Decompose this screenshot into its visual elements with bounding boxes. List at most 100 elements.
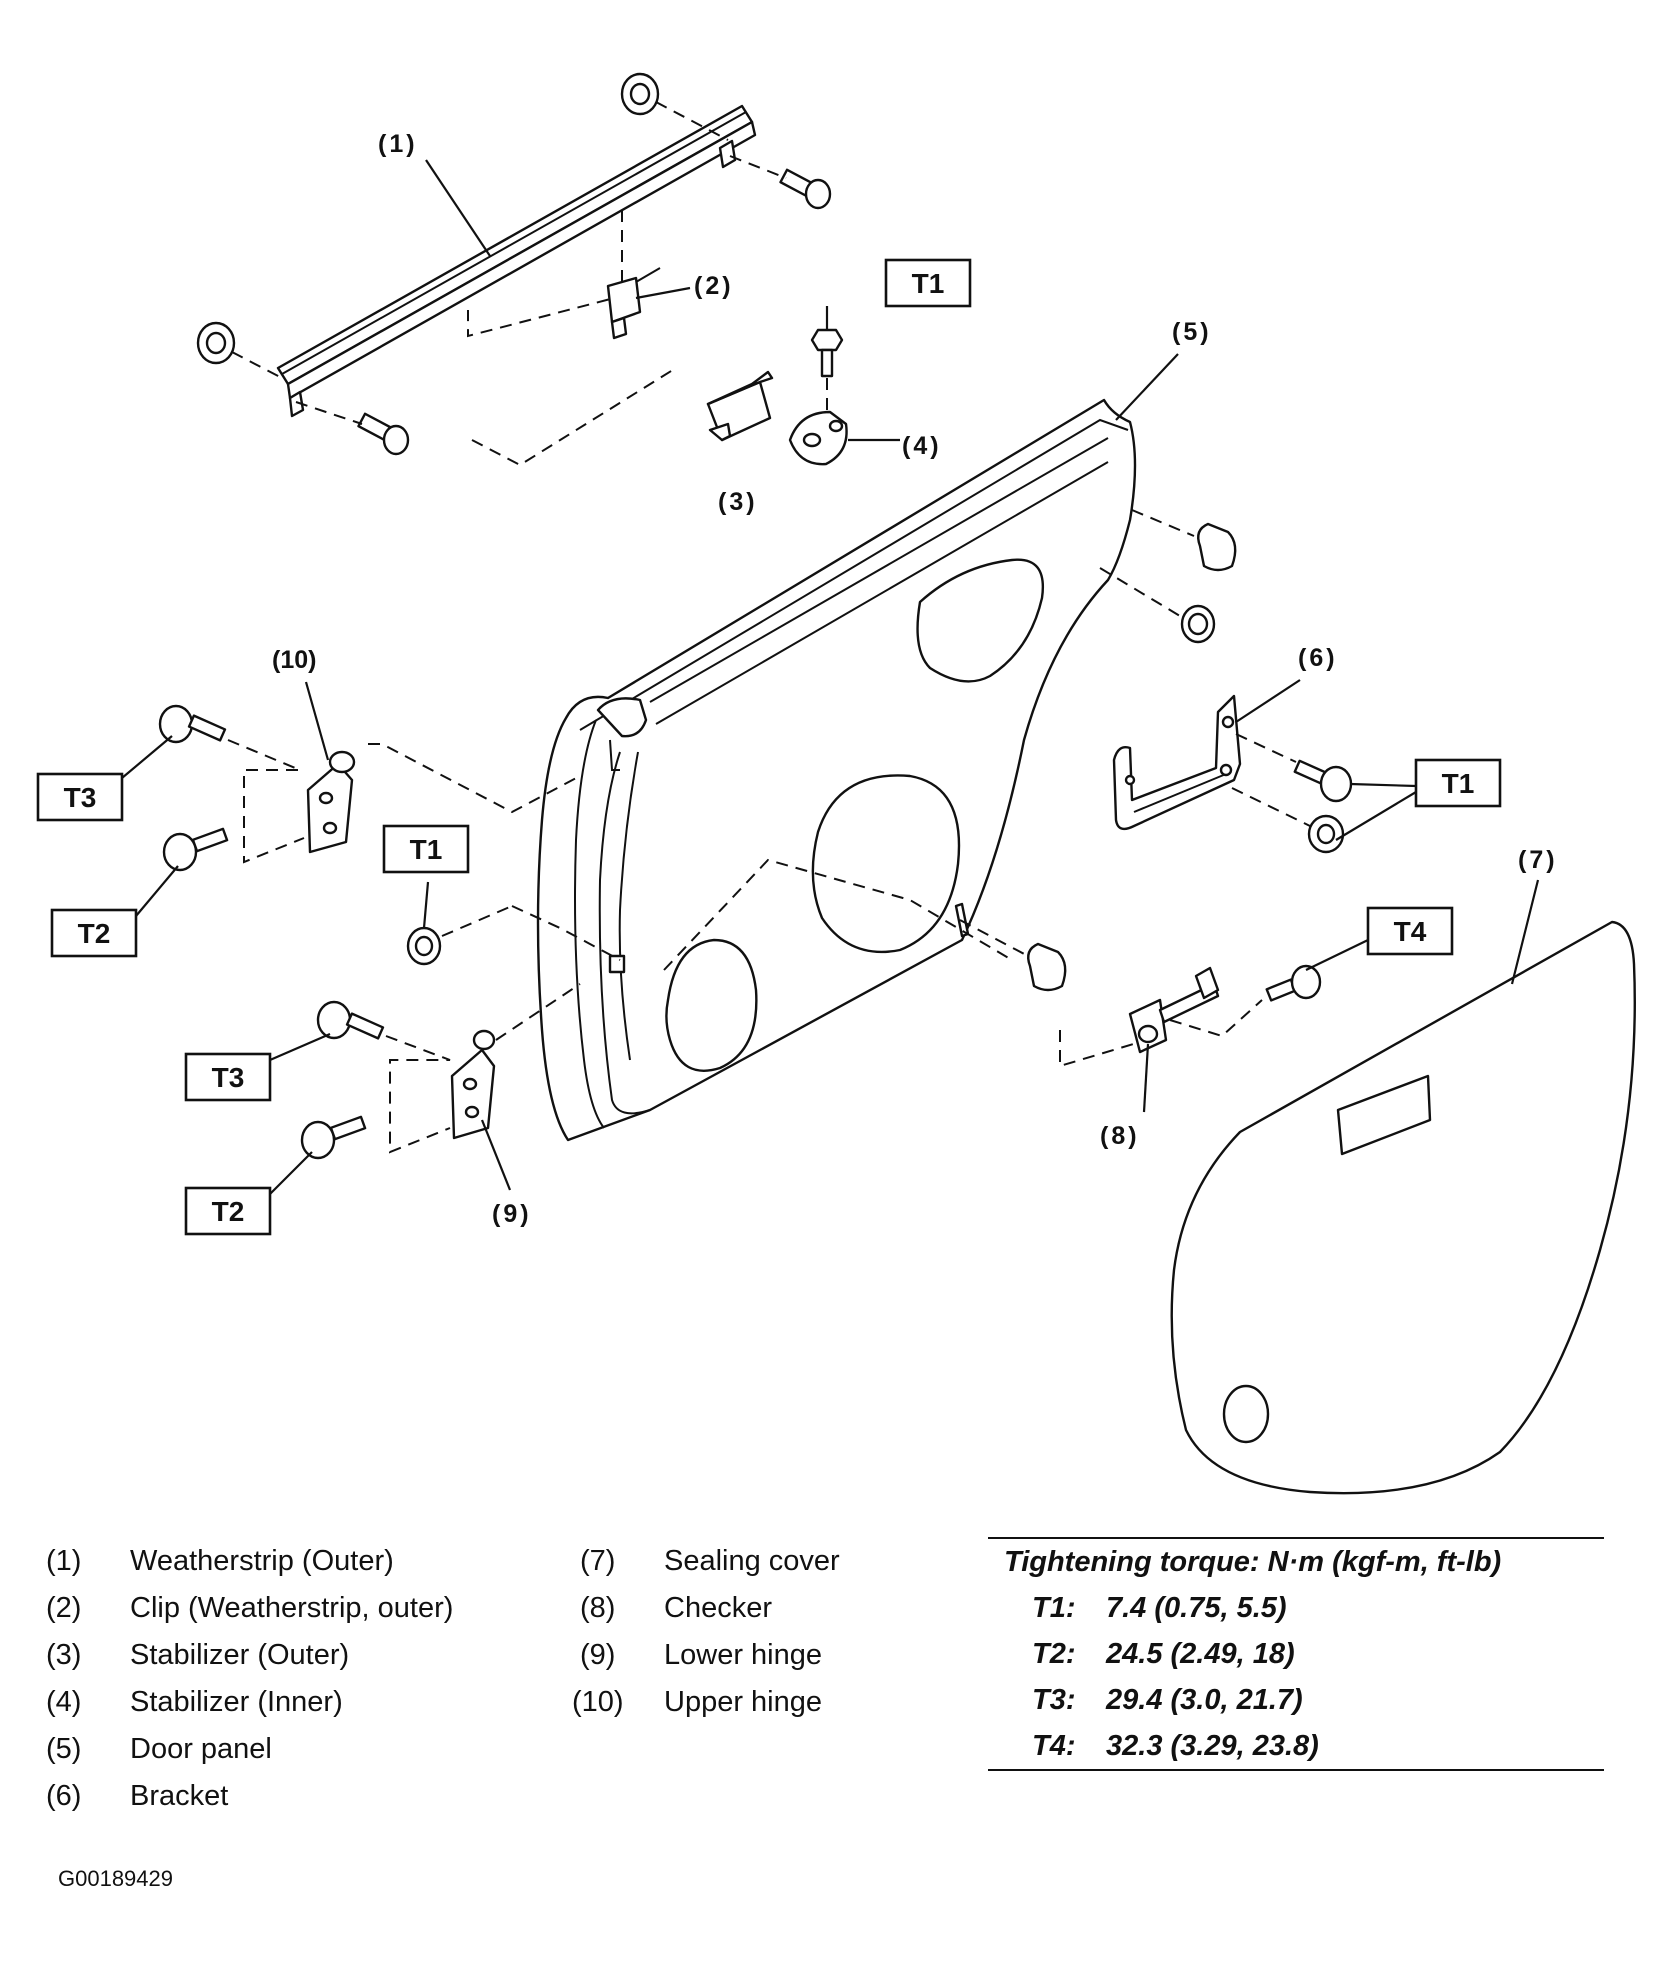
callout-6: (6) xyxy=(1298,644,1338,672)
leader-t1-right-b xyxy=(1335,791,1417,841)
upper-hinge xyxy=(306,750,356,854)
leader-t2-upper xyxy=(135,865,179,917)
lower-hinge-bolt-top xyxy=(316,1000,385,1040)
stabilizer-outer xyxy=(706,370,774,442)
leader-t2-lower xyxy=(269,1151,313,1195)
door-clip-lower xyxy=(1027,942,1067,992)
door-clip-upper xyxy=(1197,522,1237,572)
table-bottom-rule xyxy=(988,1769,1604,1771)
svg-text:T1: T1 xyxy=(1442,768,1475,799)
svg-text:T2: T2 xyxy=(78,918,111,949)
legend-number: (7) xyxy=(580,1545,616,1577)
stabilizer-bolt xyxy=(810,328,844,378)
svg-text:T3: T3 xyxy=(64,782,97,813)
legend-part-name: Clip (Weatherstrip, outer) xyxy=(130,1592,454,1624)
leader-8 xyxy=(1142,1043,1150,1113)
checker xyxy=(1128,966,1220,1054)
legend-part-name: Bracket xyxy=(130,1780,229,1812)
callout-7: (7) xyxy=(1518,846,1558,874)
torque-tag-t4: T4 xyxy=(1366,906,1454,956)
legend-part-name: Sealing cover xyxy=(664,1545,840,1577)
torque-tag-t2-lower: T2 xyxy=(184,1186,272,1236)
leader-t3-lower xyxy=(269,1032,331,1062)
leader-6 xyxy=(1235,679,1301,723)
bracket xyxy=(1112,694,1242,831)
callout-8: (8) xyxy=(1100,1122,1140,1150)
door-nut-t1 xyxy=(406,926,442,966)
svg-text:T1: T1 xyxy=(912,268,945,299)
torque-table-title: Tightening torque: N·m (kgf-m, ft-lb) xyxy=(1004,1546,1502,1578)
torque-value: 32.3 (3.29, 23.8) xyxy=(1106,1730,1319,1762)
sealing-cover xyxy=(1170,920,1636,1495)
callout-2: (2) xyxy=(694,272,734,300)
legend-number: (2) xyxy=(46,1592,82,1624)
callout-9: (9) xyxy=(492,1200,532,1228)
figure-id: G00189429 xyxy=(58,1866,173,1891)
legend-part-name: Door panel xyxy=(130,1733,272,1765)
torque-value: 24.5 (2.49, 18) xyxy=(1106,1638,1295,1670)
legend-part-name: Stabilizer (Outer) xyxy=(130,1639,350,1671)
leader-t4 xyxy=(1305,939,1369,971)
lower-hinge xyxy=(450,1029,496,1140)
callout-3: (3) xyxy=(718,488,758,516)
callout-1: (1) xyxy=(378,130,418,158)
leader-10 xyxy=(304,681,330,761)
torque-value: 29.4 (3.0, 21.7) xyxy=(1106,1684,1303,1716)
exploded-door-diagram: (1) (2) (3) (4) (5) (6) (7) (8) (9) (10)… xyxy=(36,72,1636,1495)
stabilizer-inner xyxy=(788,410,848,466)
lower-hinge-bolt-bottom xyxy=(300,1115,367,1160)
leader-7 xyxy=(1510,879,1540,985)
svg-text:T3: T3 xyxy=(212,1062,245,1093)
leader-1 xyxy=(425,159,491,257)
weatherstrip-nut-left xyxy=(196,321,236,365)
leader-5 xyxy=(1115,353,1179,421)
svg-text:T1: T1 xyxy=(410,834,443,865)
torque-value: 7.4 (0.75, 5.5) xyxy=(1106,1592,1287,1624)
upper-hinge-bolt-bottom xyxy=(162,827,229,872)
torque-row: T1: 7.4 (0.75, 5.5) xyxy=(988,1585,1604,1631)
leader-2 xyxy=(635,286,691,300)
torque-row: T3: 29.4 (3.0, 21.7) xyxy=(988,1677,1604,1723)
legend-number: (6) xyxy=(46,1780,82,1812)
upper-hinge-bolt-top xyxy=(158,704,227,744)
torque-code: T2: xyxy=(1032,1638,1076,1670)
legend-number: (5) xyxy=(46,1733,82,1765)
legend-part-name: Stabilizer (Inner) xyxy=(130,1686,343,1718)
legend-number: (3) xyxy=(46,1639,82,1671)
checker-bolt xyxy=(1265,964,1322,1002)
weatherstrip-screw-right xyxy=(779,168,832,210)
torque-row: T2: 24.5 (2.49, 18) xyxy=(988,1631,1604,1677)
weatherstrip-nut-right xyxy=(620,72,660,116)
bracket-bolt xyxy=(1293,759,1353,803)
door-panel xyxy=(536,398,1137,1142)
legend-number: (8) xyxy=(580,1592,616,1624)
legend-part-name: Upper hinge xyxy=(664,1686,822,1718)
door-grommet xyxy=(1180,604,1216,644)
torque-tag-t1-top: T1 xyxy=(884,258,972,308)
torque-tag-t3-upper: T3 xyxy=(36,772,124,822)
table-top-rule xyxy=(988,1537,1604,1539)
torque-tag-t3-lower: T3 xyxy=(184,1052,272,1102)
torque-tag-t2-upper: T2 xyxy=(50,908,138,958)
leader-t1-mid xyxy=(422,881,430,929)
svg-text:T2: T2 xyxy=(212,1196,245,1227)
leader-t3-upper xyxy=(121,735,173,779)
legend-number: (1) xyxy=(46,1545,82,1577)
torque-code: T3: xyxy=(1032,1684,1076,1716)
callout-10: (10) xyxy=(272,646,316,674)
bracket-nut xyxy=(1307,814,1345,854)
tightening-torque-table: Tightening torque: N·m (kgf-m, ft-lb) T1… xyxy=(988,1537,1604,1771)
torque-code: T4: xyxy=(1032,1730,1076,1762)
svg-text:T4: T4 xyxy=(1394,916,1427,947)
torque-code: T1: xyxy=(1032,1592,1076,1624)
leader-9 xyxy=(480,1119,512,1191)
torque-row: T4: 32.3 (3.29, 23.8) xyxy=(988,1723,1604,1769)
weatherstrip-screw-left xyxy=(357,412,410,456)
legend-number: (9) xyxy=(580,1639,616,1671)
torque-tag-t1-right: T1 xyxy=(1414,758,1502,808)
callout-5: (5) xyxy=(1172,318,1212,346)
leader-t1-right-a xyxy=(1349,782,1417,788)
weatherstrip-clip xyxy=(606,267,661,340)
legend-part-name: Checker xyxy=(664,1592,772,1624)
callout-4: (4) xyxy=(902,432,942,460)
